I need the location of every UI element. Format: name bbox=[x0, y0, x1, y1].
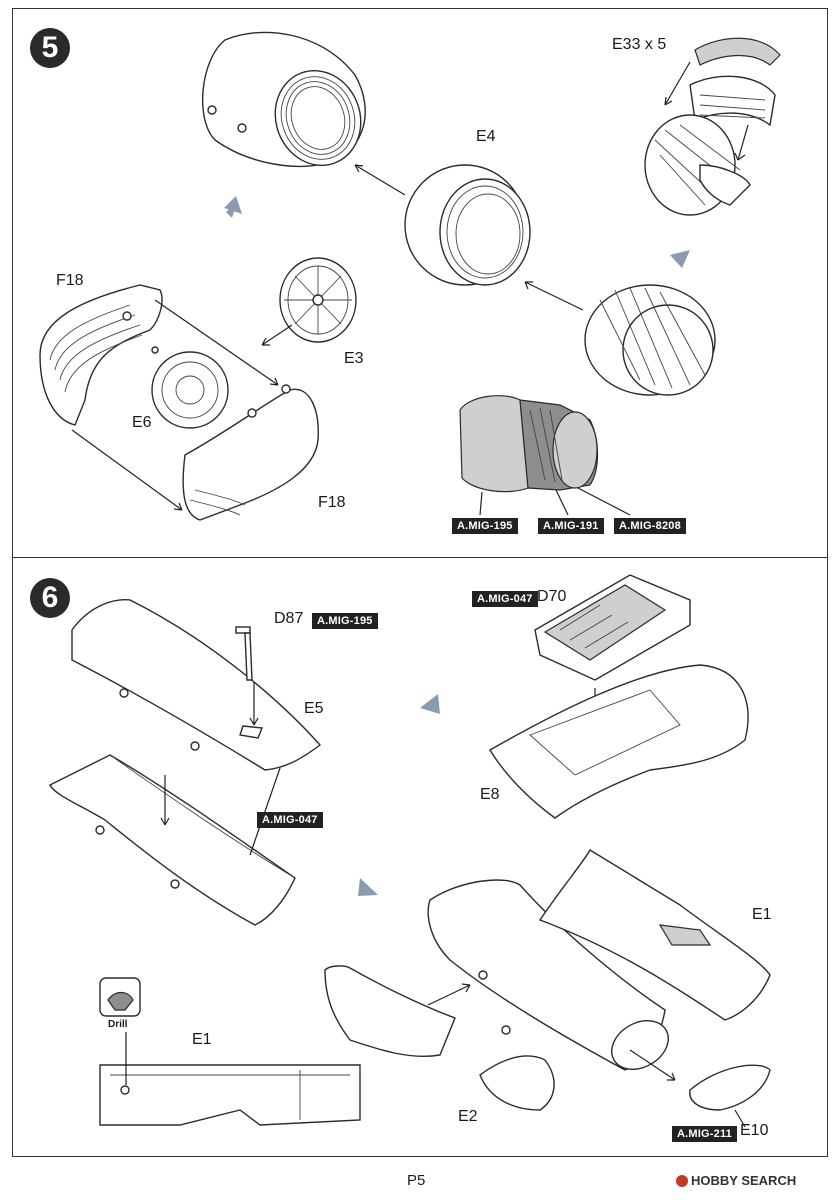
e3-fan-part bbox=[279, 257, 357, 343]
label-e1-right: E1 bbox=[752, 906, 772, 923]
paint-tag-e5: A.MIG-047 bbox=[257, 812, 323, 828]
watermark-text: HOBBY SEARCH bbox=[691, 1173, 797, 1188]
label-e10: E10 bbox=[740, 1122, 769, 1139]
f18-lower-part bbox=[182, 384, 319, 521]
assembly-arrow-3 bbox=[420, 694, 440, 714]
lower-shell-part bbox=[49, 754, 296, 926]
label-e33: E33 x 5 bbox=[612, 36, 667, 53]
drill-detail bbox=[99, 977, 361, 1126]
assembly-arrow-1 bbox=[224, 196, 242, 218]
e2-part bbox=[324, 965, 555, 1111]
label-drill: Drill bbox=[108, 1019, 128, 1030]
e1-intake-part bbox=[538, 849, 771, 1021]
label-e8: E8 bbox=[480, 786, 500, 803]
step-5-badge: 5 bbox=[30, 28, 70, 68]
assembly-arrow-2 bbox=[670, 250, 690, 268]
label-d70: D70 bbox=[537, 588, 567, 605]
label-f18-upper: F18 bbox=[56, 272, 84, 289]
e6-gear-part bbox=[151, 351, 229, 429]
watermark: HOBBY SEARCH bbox=[676, 1173, 796, 1188]
f18-upper-part bbox=[39, 284, 163, 426]
exhaust-tube-part bbox=[202, 31, 366, 167]
e5-upper-shell-part bbox=[71, 598, 322, 771]
label-e3: E3 bbox=[344, 350, 364, 367]
assembly-arrow-4 bbox=[358, 878, 378, 896]
painted-nozzle-part bbox=[459, 395, 599, 493]
paint-tag-mig-191: A.MIG-191 bbox=[538, 518, 604, 534]
nozzle-assembly-part bbox=[584, 284, 716, 396]
label-e2: E2 bbox=[458, 1108, 478, 1125]
e4-ring-part bbox=[404, 164, 531, 286]
e33-petals-part bbox=[644, 37, 781, 216]
e10-part bbox=[689, 1064, 771, 1111]
label-e6: E6 bbox=[132, 414, 152, 431]
label-e4: E4 bbox=[476, 128, 496, 145]
label-f18-lower: F18 bbox=[318, 494, 346, 511]
step-6-badge: 6 bbox=[30, 578, 70, 618]
step-5-drawing bbox=[39, 31, 781, 521]
d70-cockpit-part bbox=[534, 574, 691, 681]
paint-tag-mig-8208: A.MIG-8208 bbox=[614, 518, 686, 534]
label-e5: E5 bbox=[304, 700, 324, 717]
page-number: P5 bbox=[407, 1172, 426, 1189]
e8-upper-shell-part bbox=[489, 664, 749, 819]
label-d87: D87 bbox=[274, 610, 304, 627]
paint-tag-e10: A.MIG-211 bbox=[672, 1126, 737, 1142]
paint-tag-mig-195: A.MIG-195 bbox=[452, 518, 518, 534]
step-6-panel bbox=[12, 557, 828, 1157]
watermark-logo-icon bbox=[676, 1175, 688, 1187]
paint-tag-d87: A.MIG-195 bbox=[312, 613, 378, 629]
label-e1-detail: E1 bbox=[192, 1031, 212, 1048]
paint-tag-d70: A.MIG-047 bbox=[472, 591, 538, 607]
fuselage-center-part bbox=[427, 879, 669, 1071]
